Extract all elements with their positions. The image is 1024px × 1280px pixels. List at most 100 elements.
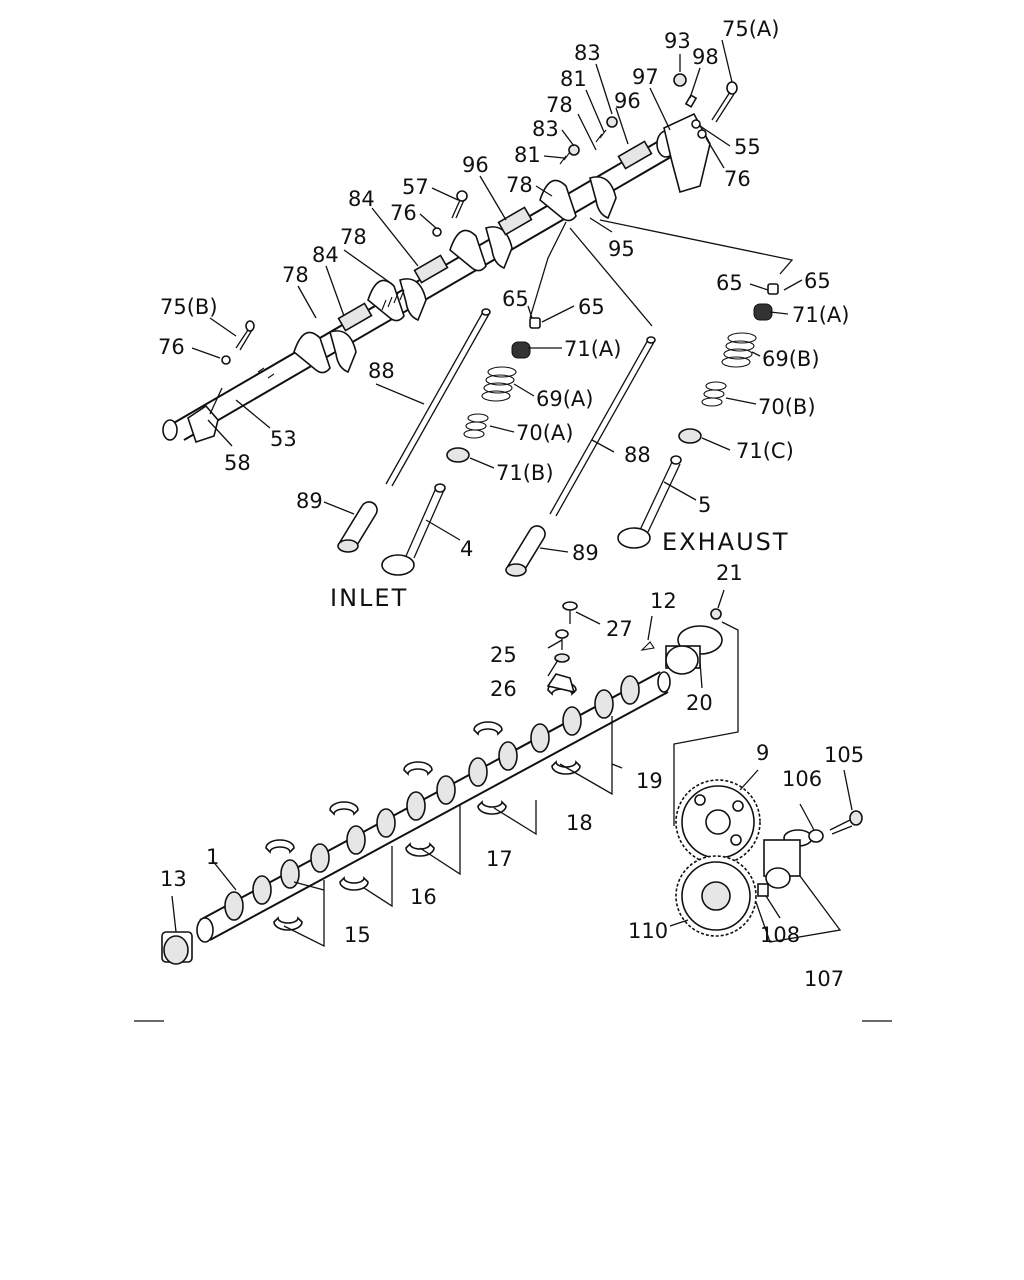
label-16: 16 xyxy=(410,885,437,909)
label-76a: 76 xyxy=(158,335,185,359)
label-69b: 69(B) xyxy=(762,347,820,371)
label-19: 19 xyxy=(636,769,663,793)
label-71c: 71(C) xyxy=(736,439,794,463)
bolt-57 xyxy=(451,190,468,219)
label-83b: 83 xyxy=(532,117,559,141)
rocker-arm-4 xyxy=(539,176,617,222)
callout-labels: 75(A) 93 98 83 97 81 96 78 83 55 81 96 7… xyxy=(158,17,864,991)
spring-70a xyxy=(463,413,489,439)
shaft-support-84b xyxy=(413,254,449,284)
shaft-support-96b xyxy=(617,140,653,170)
label-81b: 81 xyxy=(514,143,541,167)
shaft-support-96a xyxy=(497,206,533,236)
inlet-valve xyxy=(381,483,446,576)
camshaft xyxy=(196,671,671,943)
push-rod-right xyxy=(549,336,656,517)
rocker-arm-3 xyxy=(449,226,513,272)
bolt-75b xyxy=(235,320,255,351)
leader-lines xyxy=(171,39,853,948)
label-95: 95 xyxy=(608,237,635,261)
label-88b: 88 xyxy=(624,443,651,467)
spring-70b xyxy=(701,381,727,407)
idler-gear-110 xyxy=(675,855,757,937)
bolt-105 xyxy=(829,810,863,835)
label-26: 26 xyxy=(490,677,517,701)
label-81a: 81 xyxy=(560,67,587,91)
label-98: 98 xyxy=(692,45,719,69)
label-65b: 65 xyxy=(578,295,605,319)
label-107: 107 xyxy=(804,967,844,991)
label-88a: 88 xyxy=(368,359,395,383)
label-105: 105 xyxy=(824,743,864,767)
label-75a: 75(A) xyxy=(722,17,779,41)
label-96a: 96 xyxy=(462,153,489,177)
caption-exhaust: EXHAUST xyxy=(662,528,790,556)
label-1: 1 xyxy=(206,845,219,869)
label-70a: 70(A) xyxy=(516,421,573,445)
label-97: 97 xyxy=(632,65,659,89)
shaft-spring xyxy=(381,289,405,311)
label-71b: 71(B) xyxy=(496,461,554,485)
rocker-arm-1 xyxy=(293,330,357,374)
retainer-71a-exhaust xyxy=(753,303,773,321)
pin-98 xyxy=(684,94,698,108)
rocker-arm-2 xyxy=(367,278,427,322)
label-65d: 65 xyxy=(804,269,831,293)
label-76b: 76 xyxy=(390,201,417,225)
seat-71b xyxy=(446,447,470,463)
label-106: 106 xyxy=(782,767,822,791)
screw-81a xyxy=(595,129,607,143)
label-25: 25 xyxy=(490,643,517,667)
nut-83a xyxy=(606,116,618,128)
screw-81b xyxy=(559,151,571,165)
label-78a: 78 xyxy=(546,93,573,117)
washer-55 xyxy=(691,119,701,129)
label-12: 12 xyxy=(650,589,677,613)
spring-69a xyxy=(481,366,517,402)
nut-83b xyxy=(568,144,580,156)
idler-shaft-107 xyxy=(763,829,813,889)
shaft-support-84a xyxy=(337,302,373,332)
label-58: 58 xyxy=(224,451,251,475)
label-69a: 69(A) xyxy=(536,387,593,411)
label-96b: 96 xyxy=(614,89,641,113)
label-83a: 83 xyxy=(574,41,601,65)
label-89a: 89 xyxy=(296,489,323,513)
cam-lobes xyxy=(224,675,640,921)
cotter-65-exhaust xyxy=(767,283,779,295)
label-53: 53 xyxy=(270,427,297,451)
label-71a1: 71(A) xyxy=(564,337,621,361)
label-93: 93 xyxy=(664,29,691,53)
label-57: 57 xyxy=(402,175,429,199)
rocker-shaft xyxy=(162,130,677,441)
label-15: 15 xyxy=(344,923,371,947)
bolt-27 xyxy=(562,601,578,624)
tappet-right xyxy=(505,525,546,577)
end-plug-13 xyxy=(161,931,193,965)
bolt-75a xyxy=(711,81,738,123)
label-5: 5 xyxy=(698,493,711,517)
label-55: 55 xyxy=(734,135,761,159)
label-21: 21 xyxy=(716,561,743,585)
pin-108 xyxy=(757,883,769,897)
label-110: 110 xyxy=(628,919,668,943)
seat-71c xyxy=(678,428,702,444)
thrust-bushing-20 xyxy=(665,625,723,675)
label-17: 17 xyxy=(486,847,513,871)
caption-inlet: INLET xyxy=(330,584,408,612)
retainer-71a-inlet xyxy=(511,341,531,359)
label-89b: 89 xyxy=(572,541,599,565)
spring-69b xyxy=(721,332,757,368)
label-27: 27 xyxy=(606,617,633,641)
screw-21 xyxy=(710,608,722,620)
washer-26 xyxy=(554,653,570,663)
washer-76b xyxy=(432,227,442,237)
camshaft-gear-9 xyxy=(675,779,761,865)
push-rod-left xyxy=(385,308,491,487)
washer-76c xyxy=(697,129,707,139)
label-20: 20 xyxy=(686,691,713,715)
exhaust-valve xyxy=(617,455,682,549)
washer-76a xyxy=(221,355,231,365)
label-4: 4 xyxy=(460,537,473,561)
